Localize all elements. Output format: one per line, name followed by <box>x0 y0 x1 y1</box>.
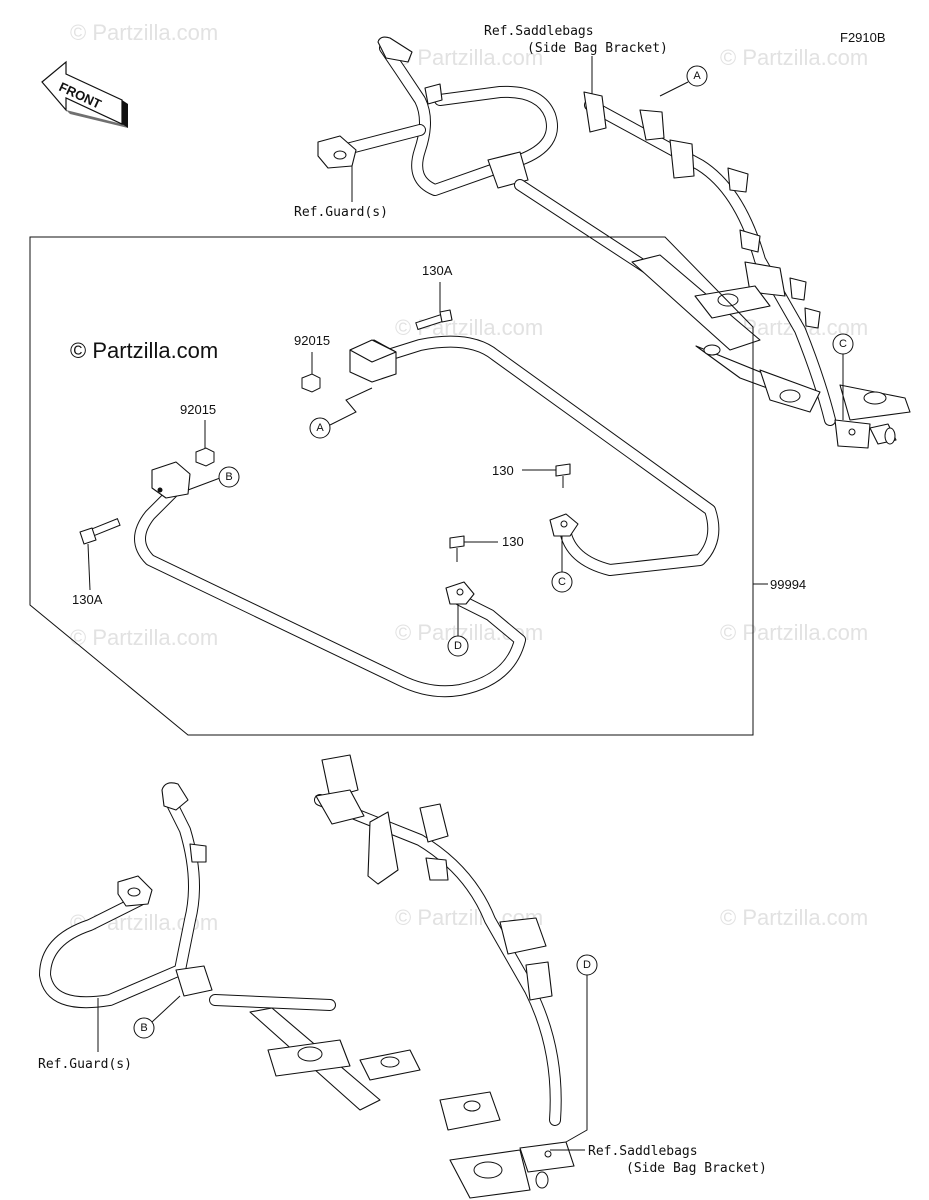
callout-b-kit: B <box>187 466 240 491</box>
svg-text:D: D <box>454 640 462 652</box>
label-ref-saddlebags-bottom: Ref.Saddlebags <box>588 1144 698 1159</box>
watermark-text: © Partzilla.com <box>720 45 868 70</box>
callout-a-top: A <box>659 65 708 97</box>
bottom-frame-assembly <box>39 754 575 1199</box>
callout-c-kit: C <box>551 536 573 593</box>
bolt-130-right <box>555 463 571 488</box>
callout-d-kit: D <box>447 604 469 657</box>
guard-rail-part <box>134 335 720 698</box>
figure-code: F2910B <box>840 30 886 45</box>
label-130A-left: 130A <box>72 592 103 607</box>
watermark-text: © Partzilla.com <box>70 20 218 45</box>
callout-a-kit: A <box>309 387 373 439</box>
nut-92015-left <box>195 447 215 467</box>
svg-text:A: A <box>316 422 324 434</box>
bolt-130A-left <box>79 518 121 545</box>
label-130-center: 130 <box>502 534 524 549</box>
callout-c-top: C <box>832 333 854 420</box>
svg-text:D: D <box>583 959 591 971</box>
label-130A-top: 130A <box>422 263 453 278</box>
bolt-130A-top <box>415 309 453 331</box>
front-arrow-icon: FRONT <box>41 60 128 128</box>
label-92015-left: 92015 <box>180 402 216 417</box>
callout-d-bottom: D <box>565 954 598 1143</box>
callout-b-bottom: B <box>133 995 181 1039</box>
label-92015-top: 92015 <box>294 333 330 348</box>
kit-box <box>29 236 754 736</box>
label-side-bag-bracket-top: (Side Bag Bracket) <box>527 41 668 56</box>
label-side-bag-bracket-bottom: (Side Bag Bracket) <box>626 1161 767 1176</box>
copyright-text: © Partzilla.com <box>70 338 218 363</box>
watermark-text: © Partzilla.com <box>720 905 868 930</box>
svg-text:C: C <box>839 338 847 350</box>
label-ref-guard-bottom: Ref.Guard(s) <box>38 1057 132 1072</box>
nut-92015-top <box>301 373 321 393</box>
watermark-text: © Partzilla.com <box>720 620 868 645</box>
svg-text:A: A <box>693 70 701 82</box>
watermark-text: © Partzilla.com <box>395 45 543 70</box>
watermark-text: © Partzilla.com <box>70 625 218 650</box>
svg-text:B: B <box>140 1022 147 1034</box>
label-99994: 99994 <box>770 577 806 592</box>
label-ref-guard-top: Ref.Guard(s) <box>294 205 388 220</box>
top-frame-assembly <box>317 36 911 449</box>
svg-text:C: C <box>558 576 566 588</box>
bolt-130-center <box>449 535 465 562</box>
label-ref-saddlebags-top: Ref.Saddlebags <box>484 24 594 39</box>
label-130-right: 130 <box>492 463 514 478</box>
svg-text:B: B <box>225 471 232 483</box>
